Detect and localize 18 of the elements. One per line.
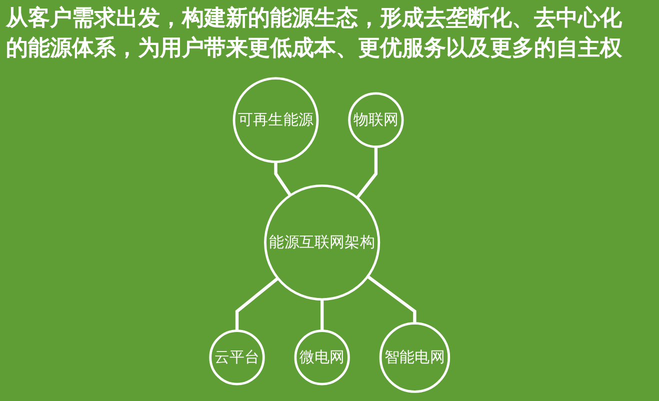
connector-line [274, 162, 292, 196]
connector-line [356, 146, 378, 199]
node-text: 微电网 [299, 348, 345, 368]
circle-node [232, 77, 319, 164]
node-text: 智能电网 [384, 348, 445, 368]
title: 从客户需求出发，构建新的能源生态，形成去垄断化、去中心化的能源体系，为用户带来更低成本、更优服务以及更多的自主权 [6, 4, 624, 63]
node-text: 能源互联网架构 [269, 232, 375, 254]
connector-line [235, 277, 279, 331]
circle-node [209, 330, 265, 386]
circle-node [348, 92, 404, 148]
connector-line [320, 299, 324, 331]
node-text: 物联网 [353, 110, 398, 131]
circle-node [294, 330, 350, 386]
circle-node [379, 322, 450, 393]
connector-line [366, 275, 416, 324]
circle-node [264, 184, 380, 301]
node-text: 可再生能源 [238, 110, 314, 131]
node-text: 云平台 [214, 348, 260, 368]
